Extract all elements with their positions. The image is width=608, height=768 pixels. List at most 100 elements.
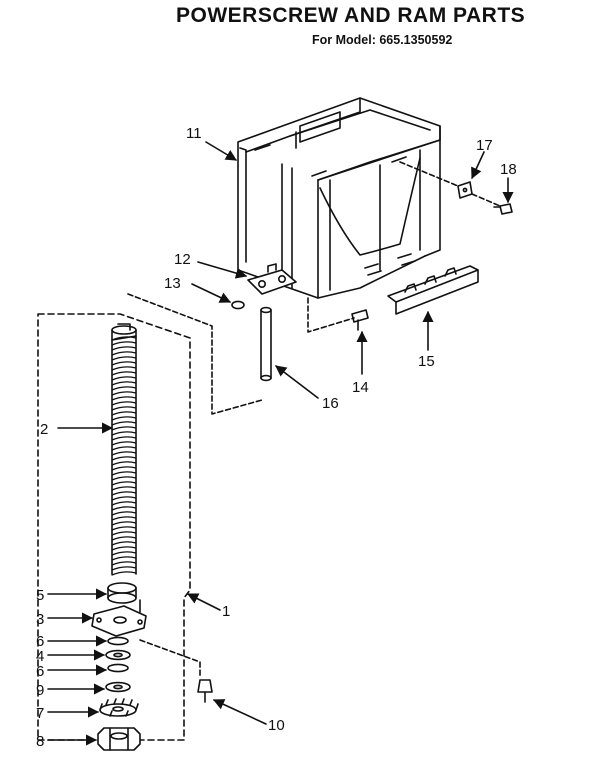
screw-thread-line (111, 466, 137, 471)
screw-thread-line (111, 526, 137, 531)
screw-thread-line (111, 371, 137, 376)
screw-thread-line (111, 571, 137, 576)
screw-thread-line (111, 476, 137, 481)
leader-lines (47, 141, 514, 746)
callout-18: 18 (500, 161, 517, 178)
callout-14: 14 (352, 379, 369, 396)
leader-16 (275, 365, 319, 399)
leader-17 (471, 151, 485, 180)
screw-threads (111, 336, 137, 576)
screw-18 (493, 203, 513, 215)
dash-pin-ram (127, 293, 263, 415)
screw-thread-line (111, 446, 137, 451)
callout-12: 12 (174, 251, 191, 268)
screw-thread-line (111, 416, 137, 421)
washer-6b (107, 663, 129, 673)
screw-thread-line (111, 551, 137, 556)
screw-thread-line (111, 521, 137, 526)
screw-thread-line (111, 496, 137, 501)
screw-thread-line (111, 501, 137, 506)
screw-thread-line (111, 396, 137, 401)
callout-6a: 6 (36, 633, 44, 650)
screw-thread-line (111, 516, 137, 521)
bolt-14 (351, 309, 369, 331)
screw-thread-line (111, 481, 137, 486)
screw-thread-line (111, 336, 137, 341)
bolt-10 (197, 679, 213, 703)
bearing-5 (107, 582, 137, 604)
screw-thread-line (111, 546, 137, 551)
callout-5: 5 (36, 587, 44, 604)
washer-9 (105, 681, 131, 693)
callout-13: 13 (164, 275, 181, 292)
screw-thread-line (111, 391, 137, 396)
page-title: POWERSCREW AND RAM PARTS (176, 4, 526, 27)
screw-thread-line (111, 461, 137, 466)
model-subtitle: For Model: 665.1350592 (312, 33, 453, 47)
callout-16: 16 (322, 395, 339, 412)
screw-thread-line (111, 351, 137, 356)
link-12 (247, 263, 297, 295)
washer-4 (105, 649, 131, 661)
leader-18-dash (471, 193, 501, 207)
washer-13 (231, 300, 245, 310)
screw-thread-line (111, 406, 137, 411)
callout-1: 1 (222, 603, 230, 620)
nut-8 (97, 727, 141, 751)
leader-10 (212, 699, 267, 725)
screw-thread-line (111, 541, 137, 546)
washer-6a (107, 636, 129, 646)
screw-thread-line (111, 471, 137, 476)
screw-thread-line (111, 556, 137, 561)
screw-thread-line (111, 411, 137, 416)
callout-2: 2 (40, 421, 48, 438)
screw-thread-line (111, 426, 137, 431)
callout-11: 11 (186, 125, 202, 142)
screw-thread-line (111, 486, 137, 491)
screw-thread-line (111, 421, 137, 426)
callout-9: 9 (36, 682, 44, 699)
callout-3: 3 (36, 611, 44, 628)
screw-thread-line (111, 376, 137, 381)
pin-16 (260, 306, 272, 382)
callout-10: 10 (268, 717, 285, 734)
callout-6b: 6 (36, 663, 44, 680)
screw-thread-line (111, 456, 137, 461)
washer-4-hole (113, 652, 123, 658)
callout-8: 8 (36, 733, 44, 750)
leader-12 (197, 261, 248, 279)
ram-rail (387, 265, 479, 315)
leader-11 (205, 141, 237, 161)
screw-thread-line (111, 536, 137, 541)
screw-thread-line (111, 366, 137, 371)
plate-3 (91, 605, 147, 637)
screw-thread-line (111, 531, 137, 536)
screw-thread-line (111, 401, 137, 406)
screw-thread-line (111, 381, 137, 386)
leader-13 (191, 283, 232, 303)
leader-1 (186, 593, 221, 611)
sprocket-7 (99, 698, 139, 717)
screw-thread-line (111, 511, 137, 516)
screw-thread-line (111, 441, 137, 446)
callout-17: 17 (476, 137, 493, 154)
leader-17-dash (399, 161, 459, 187)
assembly-outline-1 (37, 313, 191, 741)
dash-bolt (307, 297, 355, 333)
screw-thread-line (111, 386, 137, 391)
washer-9-hole (113, 684, 123, 690)
bracket-17 (457, 181, 473, 199)
screw-thread-line (111, 561, 137, 566)
screw-thread-line (111, 566, 137, 571)
screw-thread-line (111, 506, 137, 511)
screw-thread-line (111, 431, 137, 436)
screw-thread-line (111, 356, 137, 361)
dash-10 (139, 639, 201, 677)
screw-thread-line (111, 346, 137, 351)
screw-thread-line (111, 491, 137, 496)
callout-15: 15 (418, 353, 435, 370)
screw-thread-line (111, 361, 137, 366)
callout-4: 4 (36, 648, 44, 665)
screw-thread-line (111, 451, 137, 456)
